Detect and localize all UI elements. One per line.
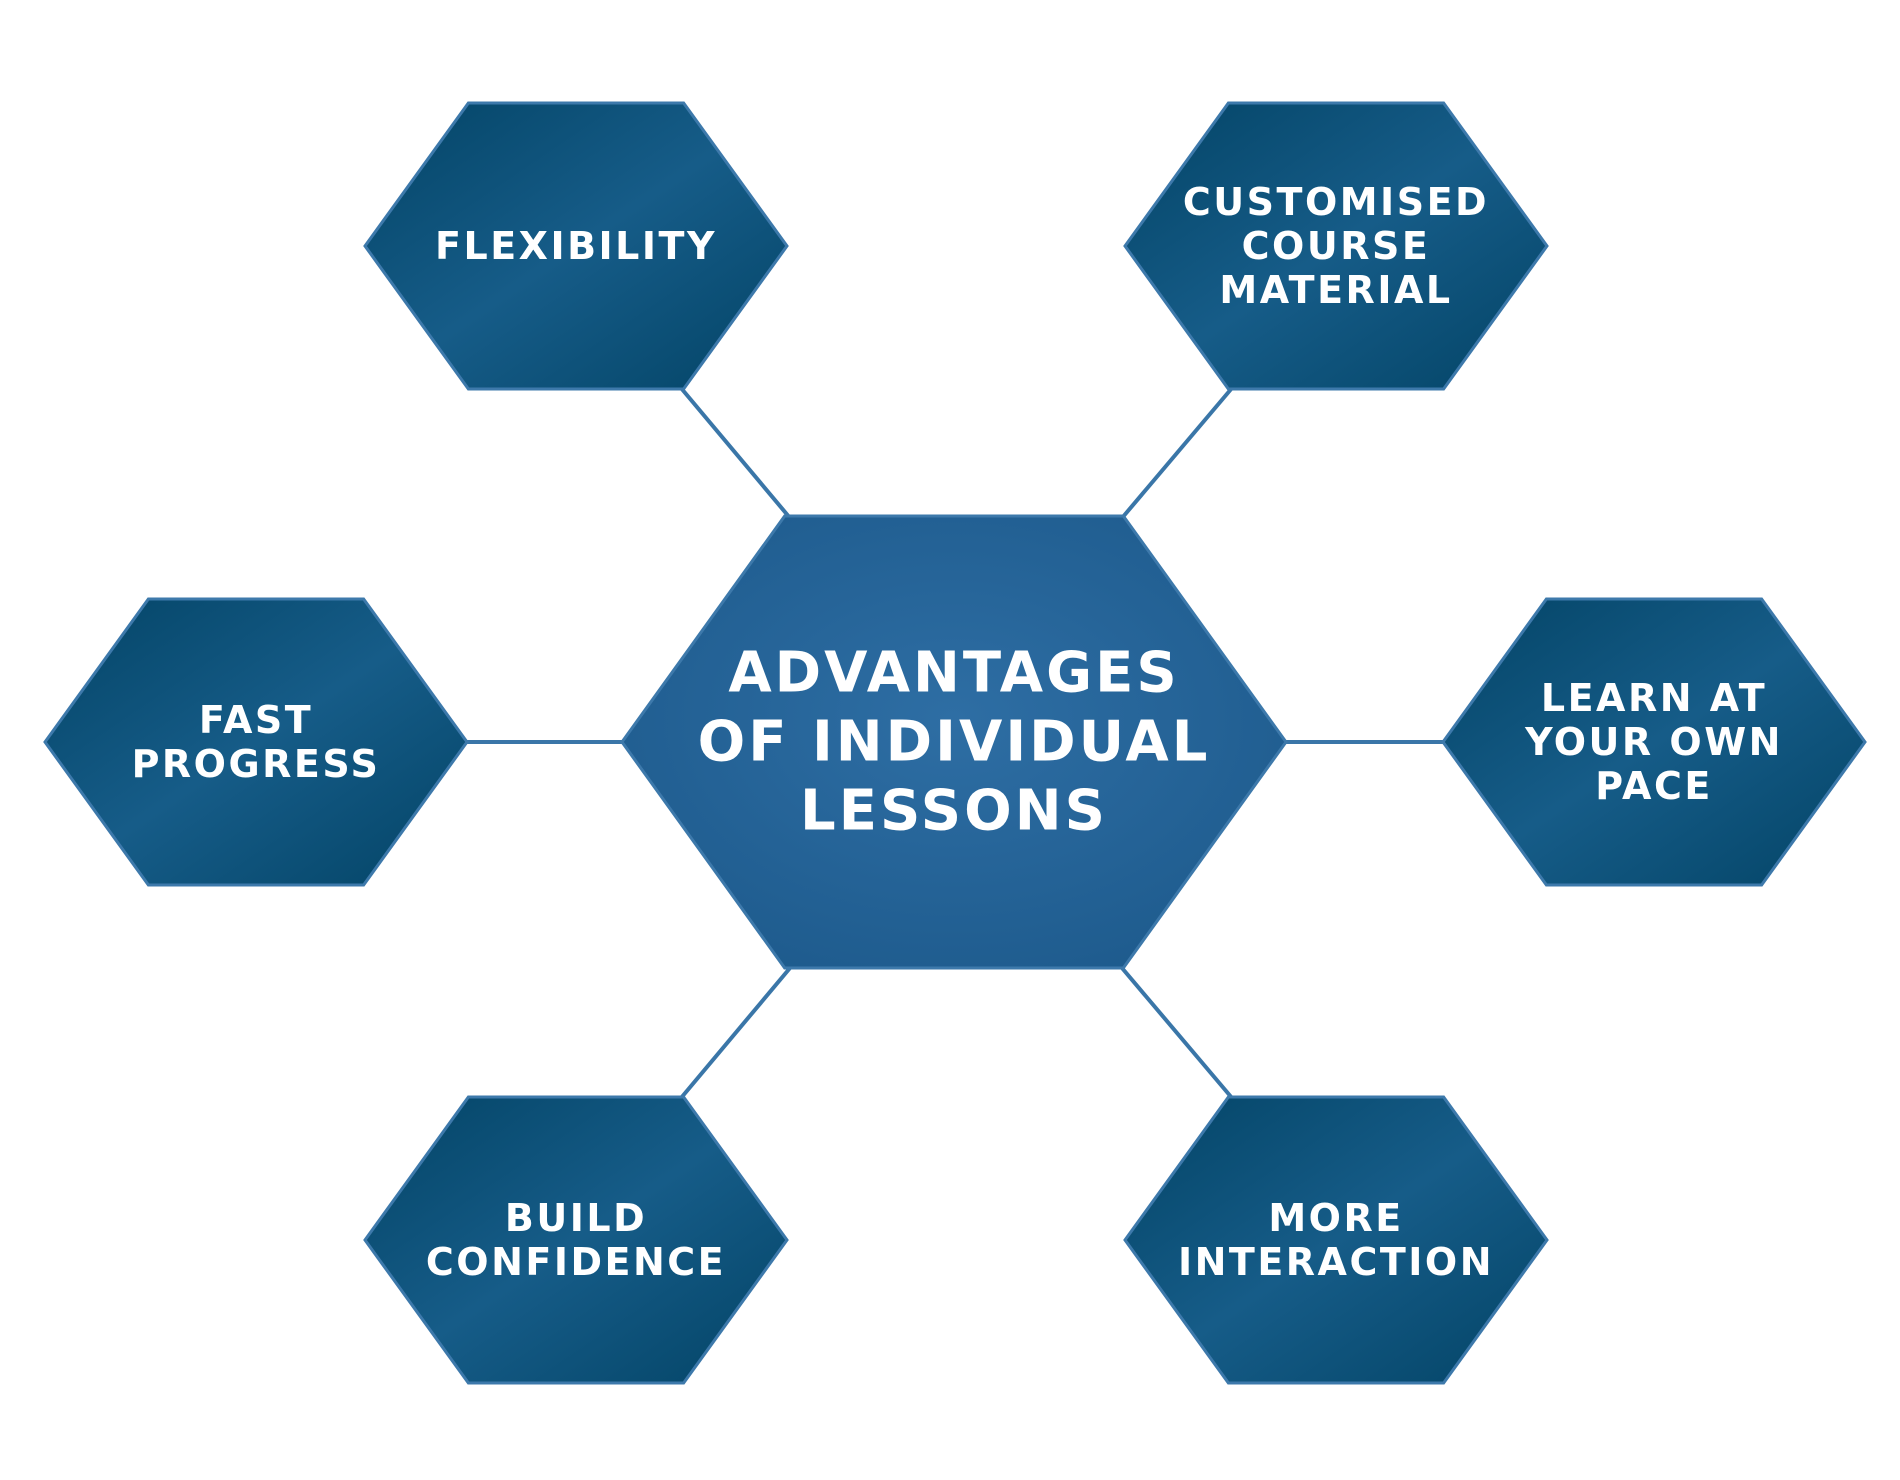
hex-learn-at-your-own-pace-shape bbox=[1441, 597, 1867, 887]
hex-center-advantages-shape bbox=[620, 514, 1288, 970]
connector-flexibility bbox=[679, 386, 792, 520]
hex-customised-course-material-label-line: CUSTOMISED bbox=[1183, 180, 1489, 224]
hex-more-interaction-shape bbox=[1123, 1095, 1549, 1385]
hex-center-advantages-label-line: LESSONS bbox=[800, 779, 1108, 844]
hex-center-advantages-label-line: ADVANTAGES bbox=[728, 641, 1179, 706]
hex-center-advantages-label-line: OF INDIVIDUAL bbox=[698, 710, 1211, 775]
hex-build-confidence-shape bbox=[363, 1095, 789, 1385]
hex-flexibility-shape bbox=[363, 101, 789, 391]
hex-learn-at-your-own-pace-label-line: PACE bbox=[1595, 764, 1713, 808]
hex-more-interaction-label-line: INTERACTION bbox=[1178, 1240, 1494, 1284]
hex-learn-at-your-own-pace-label-line: LEARN AT bbox=[1541, 676, 1767, 720]
hex-customised-course-material-label-line: COURSE bbox=[1242, 224, 1431, 268]
hex-more-interaction-label-line: MORE bbox=[1268, 1196, 1403, 1240]
connector-more-interaction bbox=[1120, 966, 1234, 1100]
connector-build-confidence bbox=[679, 966, 792, 1100]
connector-lines bbox=[466, 386, 1444, 1100]
connector-customised-course-material bbox=[1120, 386, 1234, 520]
hex-customised-course-material-shape bbox=[1123, 101, 1549, 391]
hex-flexibility: FLEXIBILITY bbox=[363, 101, 789, 391]
hex-fast-progress-shape bbox=[43, 597, 469, 887]
hex-customised-course-material-label-line: MATERIAL bbox=[1219, 268, 1452, 312]
hex-fast-progress-label-line: FAST bbox=[199, 698, 313, 742]
hex-flexibility-label-line: FLEXIBILITY bbox=[435, 224, 717, 268]
hex-fast-progress-label-line: PROGRESS bbox=[132, 742, 381, 786]
hex-build-confidence-label-line: BUILD bbox=[505, 1196, 647, 1240]
hex-learn-at-your-own-pace-label-line: YOUR OWN bbox=[1524, 720, 1783, 764]
hex-build-confidence-label-line: CONFIDENCE bbox=[426, 1240, 726, 1284]
